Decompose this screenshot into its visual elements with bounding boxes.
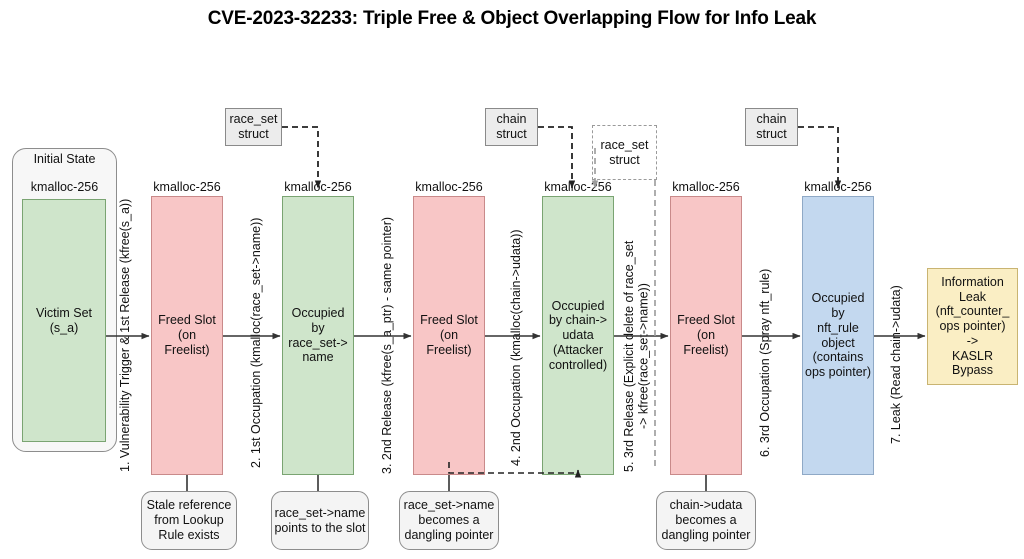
note-stale-reference: Stale reference from Lookup Rule exists <box>141 491 237 550</box>
struct-box-chain-2: chain struct <box>745 108 798 146</box>
block-3-freed-slot: Freed Slot (on Freelist) <box>413 196 485 475</box>
page-title: CVE-2023-32233: Triple Free & Object Ove… <box>207 8 817 29</box>
block-3-cap: kmalloc-256 <box>415 180 483 194</box>
step-label-1: 1. Vulnerability Trigger & 1st Release (… <box>118 198 132 472</box>
step-label-7: 7. Leak (Read chain->udata) <box>889 285 903 445</box>
note-race-set-name-points: race_set->name points to the slot <box>271 491 369 550</box>
block-6-occupied-nft-rule: Occupied by nft_rule object (contains op… <box>802 196 874 475</box>
struct-pointer-race-set-1 <box>282 126 322 189</box>
block-5-cap: kmalloc-256 <box>672 180 740 194</box>
block-1-freed-slot: Freed Slot (on Freelist) <box>151 196 223 475</box>
struct-box-race-set-2: race_set struct <box>592 125 657 180</box>
step-label-6: 6. 3rd Occupation (Spray nft_rule) <box>758 268 772 457</box>
victim-set-block: Victim Set (s_a) <box>22 199 106 442</box>
block-4-cap: kmalloc-256 <box>544 180 612 194</box>
block-2-occupied-race-set-name: Occupied by race_set-> name <box>282 196 354 475</box>
block-1-cap: kmalloc-256 <box>153 180 221 194</box>
note-race-set-name-dangling: race_set->name becomes a dangling pointe… <box>399 491 499 550</box>
block-2-cap: kmalloc-256 <box>284 180 352 194</box>
block-5-freed-slot: Freed Slot (on Freelist) <box>670 196 742 475</box>
initial-state-cap: kmalloc-256 <box>30 180 99 194</box>
struct-pointer-chain-1 <box>538 126 576 189</box>
step-label-3: 3. 2nd Release (kfree(s_a_ptr) - same po… <box>380 216 394 474</box>
information-leak-block: Information Leak (nft_counter_ ops point… <box>927 268 1018 385</box>
struct-box-chain-1: chain struct <box>485 108 538 146</box>
step-label-5: 5. 3rd Release (Explicit delete of race_… <box>622 240 651 472</box>
struct-pointer-chain-2 <box>798 126 842 189</box>
step-label-4: 4. 2nd Occupation (kmalloc(chain->udata)… <box>509 229 523 466</box>
step-label-2: 2. 1st Occupation (kmalloc(race_set->nam… <box>249 217 263 468</box>
note-chain-udata-dangling: chain->udata becomes a dangling pointer <box>656 491 756 550</box>
block-4-occupied-chain-udata: Occupied by chain-> udata (Attacker cont… <box>542 196 614 475</box>
initial-state-title: Initial State <box>33 152 96 166</box>
struct-box-race-set-1: race_set struct <box>225 108 282 146</box>
block-6-cap: kmalloc-256 <box>804 180 872 194</box>
